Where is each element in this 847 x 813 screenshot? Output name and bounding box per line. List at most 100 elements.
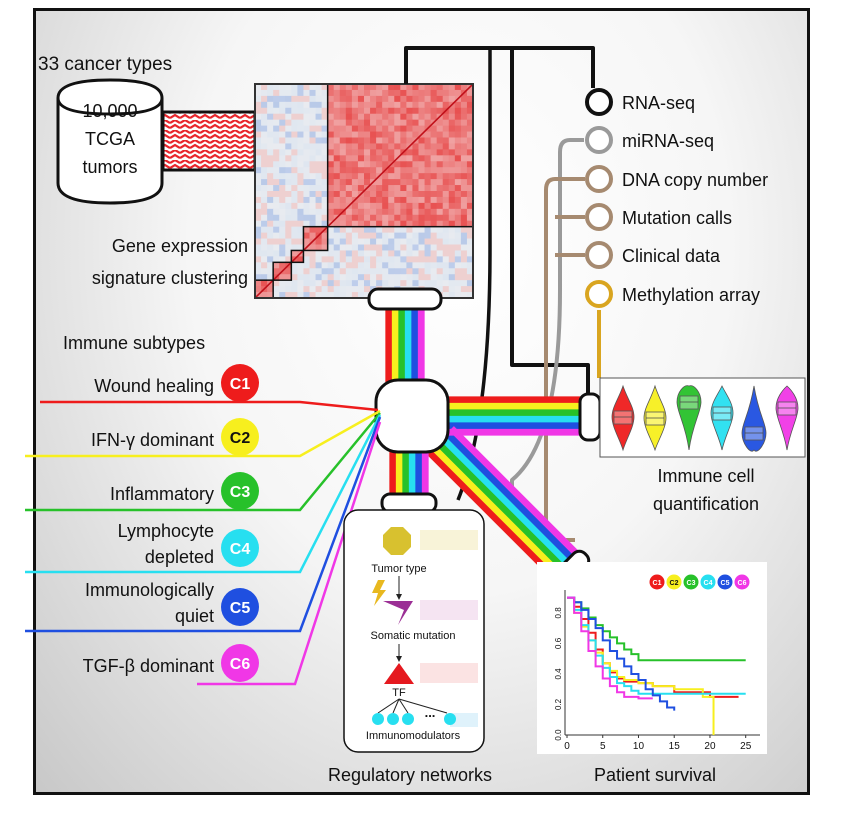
subtype-connector (25, 409, 381, 458)
subtype-connector (25, 412, 381, 512)
violin-plots (611, 384, 799, 452)
subtype-connector (25, 416, 382, 633)
y-tick-label: 0.0 (554, 729, 563, 741)
data-type-label: Mutation calls (622, 208, 732, 228)
legend-swatch (683, 574, 699, 590)
clustering-label-line2: signature clustering (92, 268, 248, 288)
subtype-code: C3 (230, 484, 251, 501)
tf-node (384, 663, 414, 684)
data-type-node (585, 88, 613, 116)
cancer-types-label: 33 cancer types (38, 54, 172, 75)
legend-swatch (700, 574, 716, 590)
data-type-label: miRNA-seq (622, 131, 714, 151)
subtype-badge (221, 418, 259, 456)
data-type-label: DNA copy number (622, 170, 768, 190)
subtype-badge (221, 644, 259, 682)
subtype-code: C4 (230, 541, 251, 558)
subtype-label: Inflammatory (110, 484, 214, 504)
immune-cell-label-line1: Immune cell (657, 466, 754, 486)
tf-label: TF (392, 687, 406, 699)
zigzag-connector (161, 110, 257, 172)
survival-curve-c2 (567, 596, 715, 735)
patient-survival-label: Patient survival (594, 765, 716, 785)
survival-curve-c5 (567, 596, 676, 711)
violin-connector (578, 392, 602, 442)
legend-label: C6 (738, 580, 747, 587)
x-tick-label: 15 (669, 741, 681, 752)
tumors-word: tumors (82, 157, 137, 177)
heatmap-connector (367, 287, 443, 311)
network-ellipsis: ... (425, 705, 436, 720)
legend-label: C3 (687, 580, 696, 587)
x-tick-label: 0 (564, 741, 570, 752)
subtype-label: TGF-β dominant (83, 656, 214, 676)
tumor-type-node (383, 527, 411, 555)
data-type-label: Clinical data (622, 246, 721, 266)
subtype-badge (221, 529, 259, 567)
legend-label: C4 (704, 580, 713, 587)
heatmap-border (254, 83, 474, 299)
subtype-connector (40, 400, 379, 412)
legend-swatch (649, 574, 665, 590)
data-type-label: RNA-seq (622, 93, 695, 113)
subtype-badge (221, 364, 259, 402)
data-type-label: Methylation array (622, 285, 760, 305)
tumors-source: TCGA (85, 129, 135, 149)
x-tick-label: 5 (600, 741, 606, 752)
central-hub (374, 378, 450, 454)
data-type-node (585, 280, 613, 308)
data-type-node (585, 126, 613, 154)
tumor-cylinder (56, 78, 164, 205)
survival-curve-c6 (567, 596, 653, 700)
tumors-count: 10,000 (82, 101, 137, 121)
data-type-node (585, 165, 613, 193)
x-tick-label: 20 (704, 741, 716, 752)
immune-subtypes-title: Immune subtypes (63, 333, 205, 353)
clustering-label-line1: Gene expression (112, 236, 248, 256)
subtype-label: Lymphocyte (118, 521, 214, 541)
legend-swatch (717, 574, 733, 590)
expression-heatmap (255, 84, 473, 298)
immunomodulator-nodes (372, 713, 456, 725)
immune-cell-label-line2: quantification (653, 494, 759, 514)
tumor-type-label: Tumor type (371, 563, 426, 575)
y-tick-label: 0.8 (554, 607, 563, 619)
y-tick-label: 0.2 (554, 698, 563, 710)
subtype-connector (25, 414, 382, 574)
subtype-label: IFN-γ dominant (91, 430, 214, 450)
subtype-code: C2 (230, 430, 251, 447)
lightning-icon (372, 580, 386, 606)
somatic-mutation-node (383, 601, 413, 625)
legend-label: C2 (670, 580, 679, 587)
legend-label: C1 (653, 580, 662, 587)
network-panel (343, 509, 485, 753)
subtype-label: Wound healing (94, 376, 214, 396)
legend-swatch (666, 574, 682, 590)
subtype-label: quiet (175, 606, 214, 626)
data-type-node (585, 241, 613, 269)
network-diagram: Tumor type Somatic mutation TF ... Immun… (366, 527, 478, 742)
survival-panel (537, 562, 767, 754)
survival-chart: 0 5 10 15 20 25 0.0 0.2 0.4 0.6 0.8 C1 C2 C3 C4 C5 C6 (554, 574, 760, 752)
x-tick-label: 25 (740, 741, 752, 752)
subtype-code: C5 (230, 600, 251, 617)
subtype-badge (221, 472, 259, 510)
subtype-badge (221, 588, 259, 626)
y-tick-label: 0.4 (554, 668, 563, 680)
regulatory-networks-label: Regulatory networks (328, 765, 492, 785)
subtype-connector (197, 421, 382, 686)
somatic-mutation-label: Somatic mutation (371, 630, 456, 642)
legend-swatch (734, 574, 750, 590)
data-type-node (585, 203, 613, 231)
subtype-code: C1 (230, 376, 251, 393)
x-tick-label: 10 (633, 741, 645, 752)
y-tick-label: 0.6 (554, 637, 563, 649)
immunomodulators-label: Immunomodulators (366, 730, 461, 742)
subtype-bands (385, 308, 582, 580)
legend-label: C5 (721, 580, 730, 587)
subtype-label: Immunologically (85, 580, 214, 600)
subtype-label: depleted (145, 547, 214, 567)
